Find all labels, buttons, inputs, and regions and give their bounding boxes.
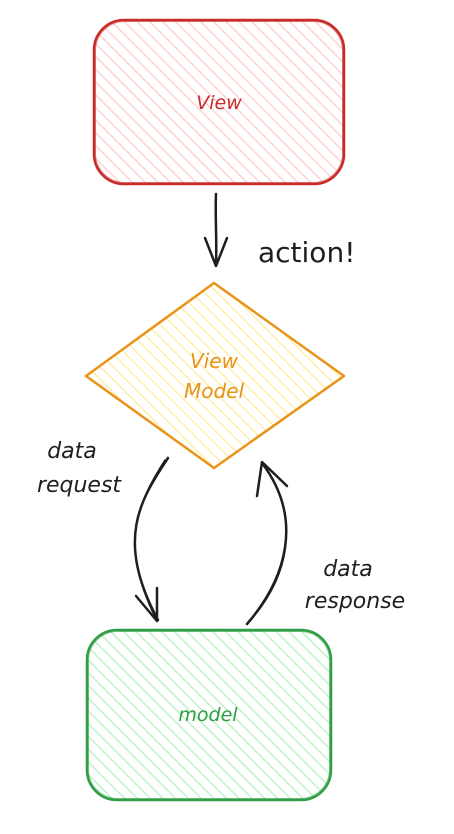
- viewmodel-node: View Model: [84, 281, 346, 470]
- view-box: [92, 18, 346, 186]
- response-label-line1: data: [323, 557, 373, 582]
- response-arrow: [245, 460, 289, 626]
- view-label: View: [196, 92, 242, 114]
- view-node: View: [92, 18, 346, 186]
- request-label-line2: request: [37, 473, 122, 498]
- model-label: model: [178, 704, 238, 726]
- viewmodel-label-line1: View: [190, 349, 239, 373]
- model-node: model: [85, 628, 333, 802]
- request-label-line1: data: [47, 439, 97, 464]
- request-arrow: [133, 456, 170, 623]
- action-label: action!: [258, 236, 355, 269]
- viewmodel-diamond: [84, 281, 346, 470]
- action-arrow: [203, 192, 229, 268]
- model-box: [85, 628, 333, 802]
- response-label-line2: response: [305, 589, 405, 614]
- viewmodel-label-line2: Model: [184, 379, 244, 403]
